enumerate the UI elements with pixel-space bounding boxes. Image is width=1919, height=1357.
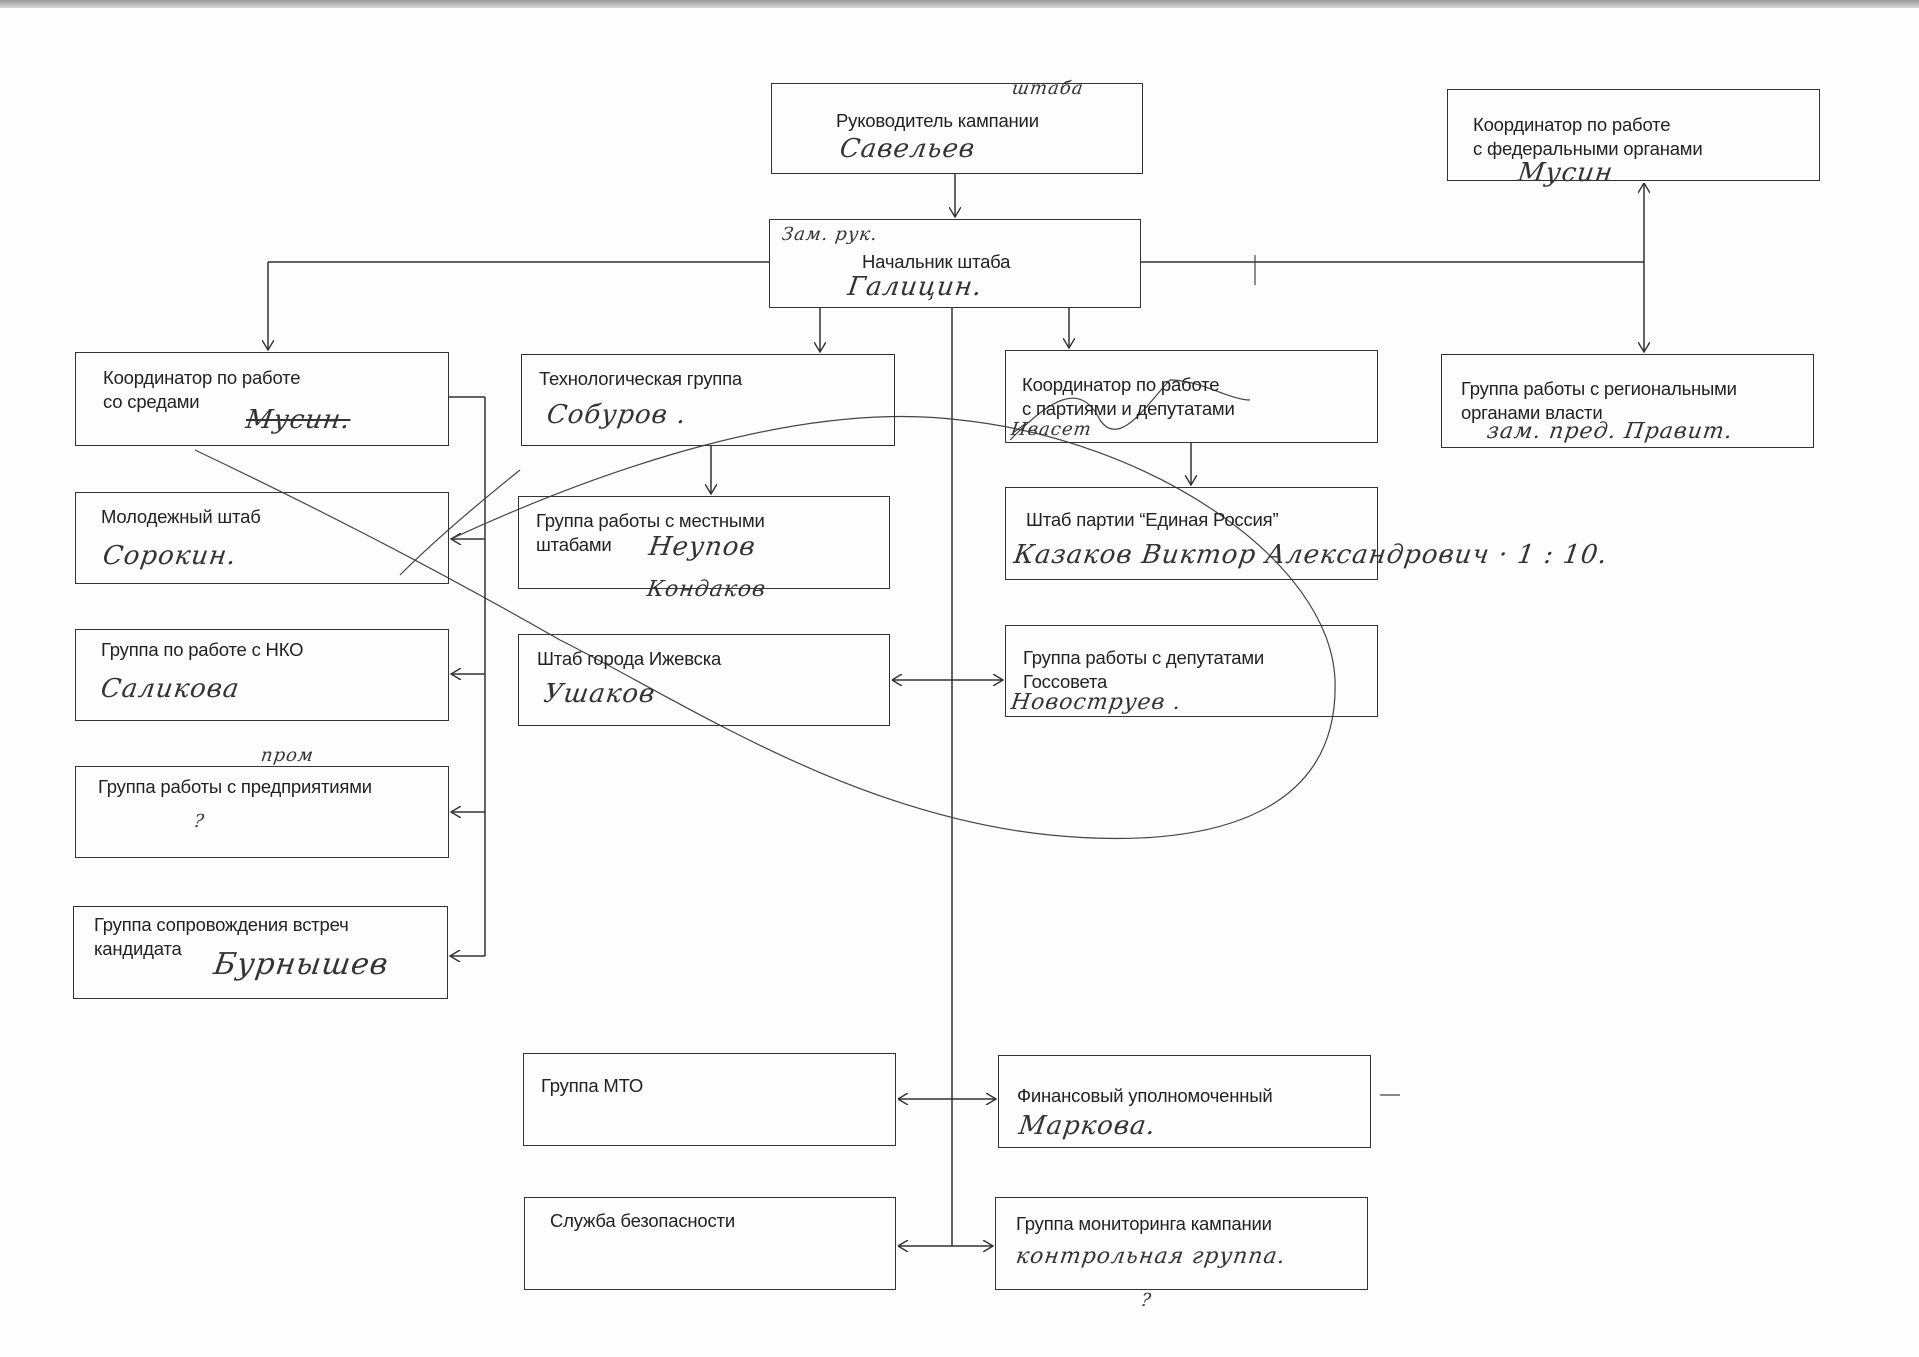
handwritten-note: Кондаков	[645, 577, 768, 602]
box-label: Молодежный штаб	[101, 506, 261, 527]
handwritten-name: Мусин	[1515, 158, 1616, 188]
box-security-service: Служба безопасности	[524, 1197, 896, 1290]
handwritten-name: Савельев	[837, 134, 978, 164]
handwritten-name: зам. пред. Правит.	[1485, 419, 1735, 444]
box-izhevsk-hq: Штаб города Ижевска Ушаков	[518, 634, 890, 726]
box-label: Координатор по работе с партиями и депут…	[1022, 374, 1235, 419]
box-label: Группа сопровождения встреч кандидата	[94, 914, 349, 959]
handwritten-name: Неупов	[646, 532, 758, 562]
box-state-council-group: Группа работы с депутатами Госсовета Нов…	[1005, 625, 1378, 717]
handwritten-name: Галицин.	[845, 272, 985, 302]
box-united-russia-hq: Штаб партии “Единая Россия” Казаков Викт…	[1005, 487, 1610, 580]
handwritten-name: ?	[192, 811, 207, 832]
handwritten-name: Мусин.	[243, 405, 353, 435]
box-monitoring-group: Группа мониторинга кампании контрольная …	[995, 1197, 1368, 1311]
box-label: Группа по работе с НКО	[101, 639, 304, 660]
box-label: Группа работы с предприятиями	[98, 776, 372, 797]
handwritten-name: Собуров .	[544, 400, 689, 430]
box-youth-hq: Молодежный штаб Сорокин.	[75, 492, 449, 584]
box-financial-officer: Финансовый уполномоченный Маркова.	[998, 1055, 1371, 1148]
handwritten-note: пром	[259, 745, 316, 766]
box-label: Начальник штаба	[862, 251, 1011, 272]
box-campaign-head: Руководитель кампании штаба Савельев	[771, 78, 1143, 174]
box-parties-coordinator: Координатор по работе с партиями и депут…	[1005, 350, 1378, 443]
box-ngo-group: Группа по работе с НКО Саликова	[75, 629, 449, 721]
box-label: Координатор по работе со средами	[103, 367, 301, 412]
box-candidate-meetings-group: Группа сопровождения встреч кандидата Бу…	[73, 906, 448, 999]
box-label: Группа работы с региональными органами в…	[1461, 378, 1737, 423]
box-chief-of-staff: Зам. рук. Начальник штаба Галицин.	[769, 219, 1141, 308]
handwritten-name: Саликова	[98, 674, 242, 704]
box-regional-group: Группа работы с региональными органами в…	[1441, 354, 1814, 448]
box-enterprises-group: пром Группа работы с предприятиями ?	[75, 745, 449, 858]
handwritten-name: Маркова.	[1016, 1111, 1158, 1141]
box-logistics-group: Группа МТО	[523, 1053, 896, 1146]
box-label: Группа работы с депутатами Госсовета	[1023, 647, 1265, 692]
handwritten-name: Казаков Виктор Александрович · 1 : 10.	[1011, 540, 1610, 570]
handwritten-name: Новоструев .	[1009, 690, 1184, 715]
handwritten-name: контрольная группа.	[1014, 1244, 1288, 1269]
box-label: Штаб партии “Единая Россия”	[1026, 509, 1279, 530]
box-label: Группа МТО	[541, 1075, 644, 1096]
box-label: Технологическая группа	[539, 368, 742, 389]
box-label: Группа работы с местными штабами	[536, 510, 765, 555]
box-label: Руководитель кампании	[836, 110, 1039, 131]
box-label: Группа мониторинга кампании	[1016, 1213, 1272, 1234]
handwritten-name: Сорокин.	[100, 541, 239, 571]
scan-edge	[0, 0, 1919, 8]
handwritten-note: Зам. рук.	[780, 224, 880, 245]
box-tech-group: Технологическая группа Собуров .	[521, 354, 895, 446]
box-media-coordinator: Координатор по работе со средами Мусин.	[75, 352, 449, 446]
box-federal-coordinator: Координатор по работе с федеральными орг…	[1447, 89, 1820, 188]
box-label: Финансовый уполномоченный	[1017, 1085, 1273, 1106]
handwritten-name: Ушаков	[541, 679, 658, 709]
handwritten-note: штаба	[1010, 78, 1086, 99]
box-label: Координатор по работе с федеральными орг…	[1473, 114, 1703, 159]
handwritten-strokes	[194, 255, 1400, 1096]
box-label: Штаб города Ижевска	[537, 648, 722, 669]
handwritten-name: Бурнышев	[211, 947, 391, 982]
box-label: Служба безопасности	[550, 1210, 735, 1231]
handwritten-loop	[194, 415, 1336, 840]
handwritten-name: Ивасет	[1009, 419, 1094, 440]
box-local-hq-group: Группа работы с местными штабами Неупов …	[518, 496, 890, 602]
